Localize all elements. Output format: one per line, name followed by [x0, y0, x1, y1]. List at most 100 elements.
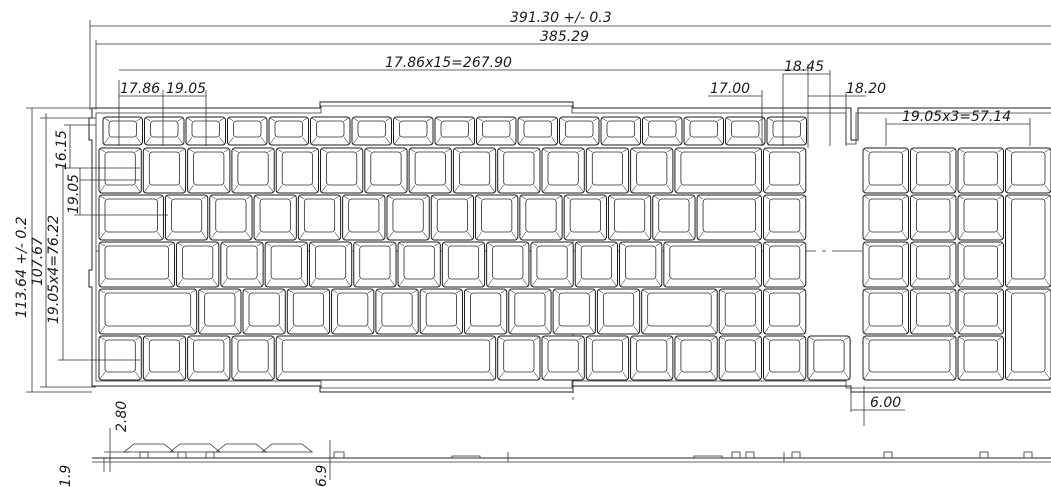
keycap [297, 194, 342, 241]
keycap [674, 147, 763, 194]
keycap [342, 194, 386, 241]
keycap [683, 116, 724, 146]
keycap [530, 241, 574, 288]
keycap [957, 335, 1004, 381]
keycap [1005, 194, 1051, 288]
keycap [430, 194, 475, 241]
keycap [957, 147, 1004, 194]
keycap [763, 335, 807, 381]
dimension-labels: 391.30 +/- 0.3 385.29 17.86x15=267.90 17… [14, 10, 1011, 487]
keycap [353, 241, 397, 288]
keycap [275, 335, 497, 381]
keycap [508, 288, 552, 335]
key-run-label: 17.86x15=267.90 [385, 55, 512, 71]
keycap [98, 335, 142, 381]
keycap [144, 116, 185, 146]
keycap [541, 335, 585, 381]
keycap [763, 241, 807, 288]
keycap [264, 241, 308, 288]
keycap [198, 288, 242, 335]
keycap [308, 241, 353, 288]
keycap [957, 194, 1004, 241]
keycap [910, 241, 957, 288]
keycap [275, 147, 320, 194]
keycap [98, 194, 164, 241]
keycap [674, 335, 718, 381]
offset-600-label: 6.00 [870, 395, 901, 411]
keycap [663, 241, 763, 288]
keycap [763, 194, 807, 241]
keycap [142, 335, 187, 381]
keycap [630, 147, 674, 194]
keycap [766, 116, 807, 146]
keycap [763, 288, 807, 335]
row-1615-label: 16.15 [54, 130, 70, 170]
keycap [718, 288, 763, 335]
keycap [242, 288, 286, 335]
keycap [187, 335, 231, 381]
keycap [696, 194, 762, 241]
keycap [957, 241, 1004, 288]
keycap [386, 194, 430, 241]
keycap [434, 116, 475, 146]
keycap [187, 147, 231, 194]
keycap [725, 116, 766, 146]
keycap [176, 241, 220, 288]
plate-height-label: 107.67 [30, 237, 46, 286]
keycap [393, 116, 434, 146]
keycap [98, 241, 176, 288]
pitch-1786-label: 17.86 [120, 81, 160, 97]
gap-1820-label: 18.20 [846, 81, 886, 97]
plate-width-label: 385.29 [540, 29, 589, 45]
keycap [607, 194, 652, 241]
keycap [585, 147, 630, 194]
keycap [642, 116, 683, 146]
keycap [574, 241, 619, 288]
keycap [331, 288, 375, 335]
keycap [652, 194, 696, 241]
keycap [862, 147, 909, 194]
keycap [910, 194, 957, 241]
keycap [310, 116, 351, 146]
keycap [552, 288, 596, 335]
keycap [209, 194, 253, 241]
keycap [320, 147, 364, 194]
keycap [718, 335, 763, 381]
keycap [375, 288, 419, 335]
keycap [408, 147, 452, 194]
rows-run-label: 19.05x4=76.22 [46, 215, 62, 324]
keycap [910, 288, 957, 335]
keycap [486, 241, 530, 288]
keycap [862, 288, 909, 335]
keycap [463, 288, 508, 335]
keycap [475, 194, 519, 241]
keycap [102, 116, 143, 146]
gap-1700-label: 17.00 [710, 81, 750, 97]
side-19-label: 1.9 [58, 465, 74, 487]
keycap [452, 147, 497, 194]
row-1905-label: 19.05 [66, 174, 82, 214]
dimension-lines [26, 20, 1051, 426]
keycap [142, 147, 187, 194]
keycap [910, 147, 957, 194]
keycap [641, 288, 718, 335]
keycap [268, 116, 309, 146]
keycap [231, 335, 275, 381]
keycap [253, 194, 297, 241]
keycap [98, 147, 142, 194]
keycap [862, 241, 909, 288]
keycap [519, 194, 563, 241]
overall-width-label: 391.30 +/- 0.3 [510, 10, 612, 26]
keycap [763, 147, 807, 194]
keycap [619, 241, 663, 288]
keycap [559, 116, 600, 146]
keycap [351, 116, 392, 146]
overall-height-label: 113.64 +/- 0.2 [14, 216, 30, 318]
keycap [227, 116, 268, 146]
keycap [497, 335, 541, 381]
keycap [397, 241, 441, 288]
keycap [957, 288, 1004, 335]
keycap [476, 116, 517, 146]
key-layout [98, 116, 1051, 381]
